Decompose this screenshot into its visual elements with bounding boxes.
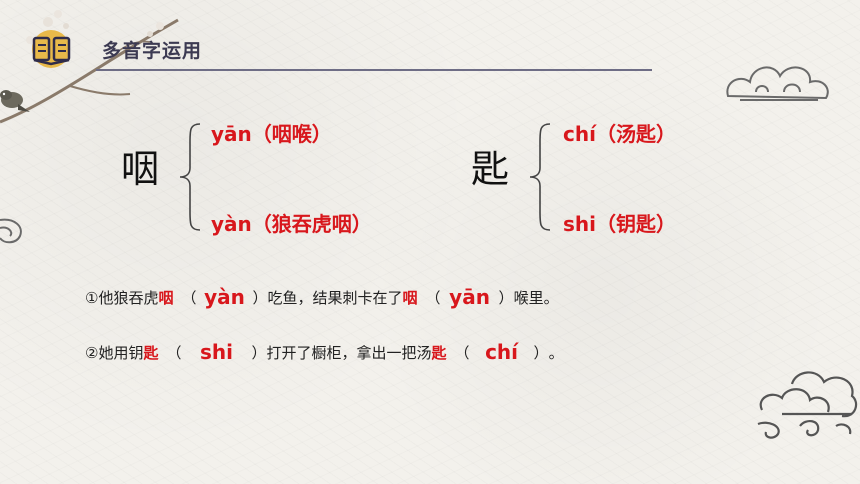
sentence-text: 吃鱼，结果刺卡在了 xyxy=(267,288,403,307)
polyphone-char-yan: 咽 xyxy=(121,147,160,191)
book-icon xyxy=(32,30,71,68)
reading-shi: shi（钥匙） xyxy=(563,212,676,236)
sentence-text: 打开了橱柜，拿出一把汤 xyxy=(266,343,432,362)
highlight-char: 咽 xyxy=(158,288,174,307)
reading-chi2: chí（汤匙） xyxy=(563,122,676,146)
paren-open: （ xyxy=(166,343,182,362)
paren-close: ） xyxy=(252,288,268,307)
sentence-text: 。 xyxy=(548,343,564,362)
brace-icon xyxy=(529,123,551,231)
polyphone-char-chi: 匙 xyxy=(471,147,510,191)
paren-open: （ xyxy=(181,288,197,307)
cloud-decoration xyxy=(726,66,829,101)
answer-pinyin: chí xyxy=(485,340,519,364)
paren-open: （ xyxy=(454,343,470,362)
paren-close: ） xyxy=(251,343,267,362)
reading-yan1: yān（咽喉） xyxy=(211,122,332,146)
reading-yan4: yàn（狼吞虎咽） xyxy=(211,212,372,236)
cloud-decoration xyxy=(0,218,22,244)
sentence-text: ①他狼吞虎 xyxy=(85,288,159,307)
brace-icon xyxy=(179,123,201,231)
paren-open: （ xyxy=(425,288,441,307)
cloud-decoration xyxy=(757,371,858,439)
paren-close: ） xyxy=(533,343,549,362)
sentence-text: ②她用钥 xyxy=(85,343,144,362)
sentence-text: 喉里。 xyxy=(513,288,559,307)
highlight-char: 匙 xyxy=(143,343,159,362)
highlight-char: 匙 xyxy=(431,343,447,362)
answer-pinyin: yàn xyxy=(204,285,245,309)
branch-bird-decoration xyxy=(0,10,179,124)
paren-close: ） xyxy=(498,288,514,307)
highlight-char: 咽 xyxy=(402,288,418,307)
page-title: 多音字运用 xyxy=(102,40,203,62)
example-sentence-2: ②她用钥 匙 （ shi ） 打开了橱柜，拿出一把汤 匙 （ chí ） 。 xyxy=(85,339,564,365)
answer-pinyin: yān xyxy=(449,285,490,309)
title-underline xyxy=(96,69,652,71)
answer-pinyin: shi xyxy=(199,340,233,364)
example-sentence-1: ①他狼吞虎 咽 （ yàn ） 吃鱼，结果刺卡在了 咽 （ yān ） 喉里。 xyxy=(85,284,559,310)
